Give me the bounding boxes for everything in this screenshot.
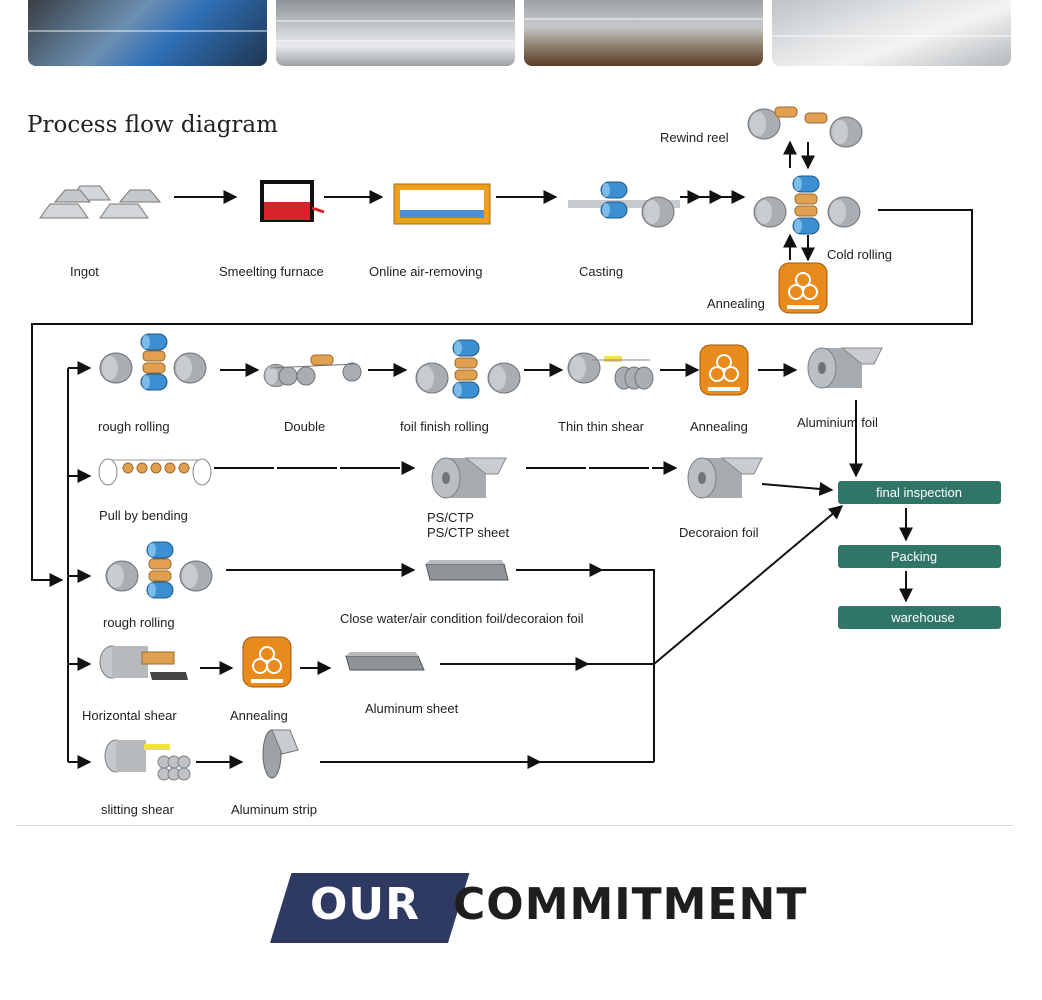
thin-shear-icon: [567, 352, 654, 390]
warehouse-box: warehouse: [838, 606, 1001, 629]
label-rewind-reel: Rewind reel: [660, 130, 729, 145]
smelting-furnace-icon: [260, 180, 325, 222]
annealing-furnace-icon: [778, 262, 828, 314]
row2-arrows: [220, 363, 863, 478]
aluminum-sheet-stack-photo: [276, 0, 515, 66]
our-label: OUR: [309, 879, 420, 930]
aluminium-foil-coil-icon: [807, 347, 883, 389]
horizontal-shear-icon: [99, 645, 188, 680]
label-aluminum-strip: Aluminum strip: [231, 802, 317, 817]
label-aluminum-sheet: Aluminum sheet: [365, 701, 459, 716]
label-annealing-top: Annealing: [707, 296, 765, 311]
packing-label: Packing: [891, 549, 937, 564]
foil-stack-icon: [425, 560, 509, 581]
decoration-foil-coil-icon: [687, 457, 763, 499]
label-foil-finish: foil finish rolling: [400, 419, 489, 434]
label-annealing-2: Annealing: [690, 419, 748, 434]
aluminum-sheet-photo: [772, 0, 1011, 66]
process-flow-diagram: Process flow diagram Ingot: [27, 106, 1001, 817]
diagram-title: Process flow diagram: [27, 112, 278, 138]
label-slitting-shear: slitting shear: [101, 802, 175, 817]
rough-rolling-icon-2: [105, 541, 213, 599]
label-close-water: Close water/air condition foil/decoraion…: [340, 611, 584, 626]
merge-arrows: [196, 505, 844, 769]
label-rough-rolling-2: rough rolling: [103, 615, 175, 630]
label-thin-shear: Thin thin shear: [558, 419, 645, 434]
double-icon: [263, 354, 362, 388]
final-inspection-label: final inspection: [876, 485, 962, 500]
aluminum-strip-icon: [262, 729, 299, 779]
casting-icon: [568, 181, 680, 228]
label-decoraion-foil: Decoraion foil: [679, 525, 759, 540]
cold-rolling-icon: [753, 175, 861, 235]
ps-ctp-coil-icon: [431, 457, 507, 499]
label-ingot: Ingot: [70, 264, 99, 279]
label-cold-rolling: Cold rolling: [827, 247, 892, 262]
label-aluminium-foil: Aluminium foil: [797, 415, 878, 430]
final-inspection-box: final inspection: [838, 481, 1001, 504]
aluminum-sheet-stack-icon: [345, 652, 425, 671]
label-ps-ctp-1: PS/CTP: [427, 510, 474, 525]
annealing-icon-3: [242, 636, 292, 688]
warehouse-label: warehouse: [890, 610, 955, 625]
slitting-shear-icon: [104, 739, 191, 781]
aluminum-coil-photo: [28, 0, 267, 66]
foil-finish-rolling-icon: [415, 339, 521, 399]
label-horizontal-shear: Horizontal shear: [82, 708, 177, 723]
commitment-label: COMMITMENT: [453, 879, 808, 930]
our-commitment-heading: OUR COMMITMENT: [270, 873, 830, 943]
branch-arrows: [67, 361, 92, 769]
label-air-removing: Online air-removing: [369, 264, 482, 279]
rewind-reel-icon: [747, 106, 863, 148]
air-removing-icon: [393, 183, 491, 225]
pull-by-bending-icon: [98, 458, 212, 486]
row1-arrows: [31, 140, 973, 587]
rough-rolling-icon-1: [99, 333, 207, 391]
packing-box: Packing: [838, 545, 1001, 568]
annealing-icon-2: [699, 344, 749, 396]
label-ps-ctp-2: PS/CTP sheet: [427, 525, 510, 540]
label-pull-bending: Pull by bending: [99, 508, 188, 523]
label-rough-rolling-1: rough rolling: [98, 419, 170, 434]
section-divider: [16, 825, 1013, 826]
label-annealing-3: Annealing: [230, 708, 288, 723]
label-smelting: Smeelting furnace: [219, 264, 324, 279]
row3-arrows: [214, 461, 834, 496]
label-double: Double: [284, 419, 325, 434]
aluminum-plate-pallet-photo: [524, 0, 763, 66]
label-casting: Casting: [579, 264, 623, 279]
ingot-icon: [39, 185, 162, 219]
